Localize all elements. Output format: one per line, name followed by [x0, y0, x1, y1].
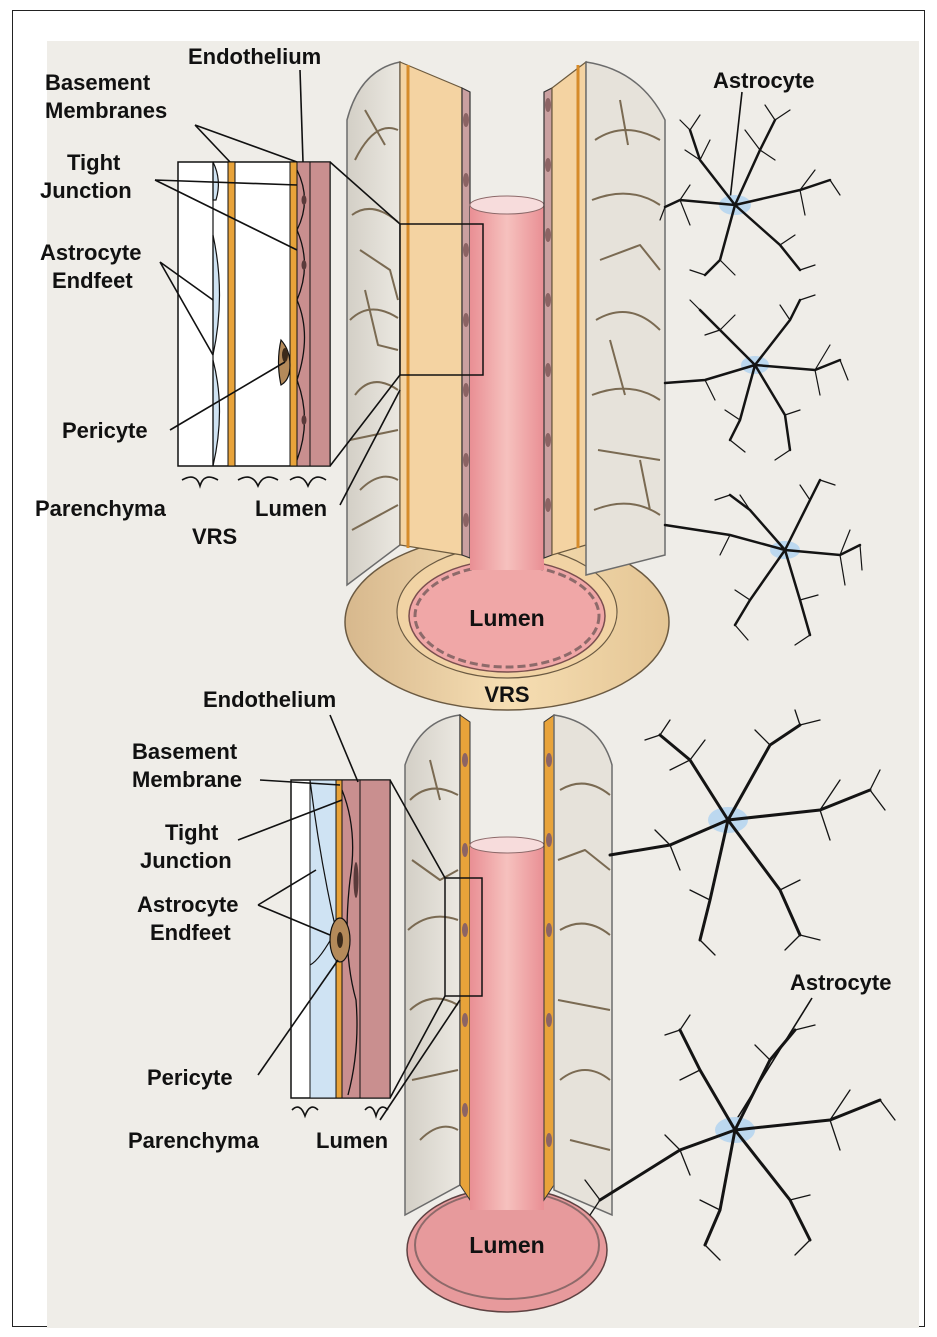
top-tight-junction-label-1: Tight: [67, 150, 121, 175]
bottom-astrocyte-label: Astrocyte: [790, 970, 891, 995]
top-vrs-ring-label: VRS: [484, 682, 529, 707]
bottom-endothelium-label: Endothelium: [203, 687, 336, 712]
bottom-lumen-inset-label: Lumen: [316, 1128, 388, 1153]
top-inset: [178, 162, 330, 486]
top-parenchyma-label: Parenchyma: [35, 496, 167, 521]
top-endothelium-label: Endothelium: [188, 44, 321, 69]
top-pericyte-label: Pericyte: [62, 418, 148, 443]
top-astrocyte-endfeet-label-1: Astrocyte: [40, 240, 141, 265]
astrocyte-top-3: [665, 480, 862, 645]
bottom-astrocyte-endfeet-label-1: Astrocyte: [137, 892, 238, 917]
top-lumen-inset-label: Lumen: [255, 496, 327, 521]
bottom-pericyte-label: Pericyte: [147, 1065, 233, 1090]
astrocyte-top-2: [665, 295, 848, 460]
top-astrocyte-label: Astrocyte: [713, 68, 814, 93]
bottom-parenchyma-label: Parenchyma: [128, 1128, 260, 1153]
bottom-astrocyte-endfeet-label-2: Endfeet: [150, 920, 231, 945]
bottom-basement-membrane-label-2: Membrane: [132, 767, 242, 792]
top-right-vrs-band: [552, 62, 586, 555]
bottom-tight-junction-label-1: Tight: [165, 820, 219, 845]
astrocyte-bottom-2: [585, 1015, 895, 1260]
top-basement-membranes-label-1: Basement: [45, 70, 151, 95]
bottom-lumen-center-label: Lumen: [469, 1232, 544, 1258]
bottom-lumen: [470, 842, 544, 1211]
top-lumen: [470, 202, 544, 571]
top-tight-junction-label-2: Junction: [40, 178, 132, 203]
bottom-left-astro-wall: [405, 715, 460, 1215]
bottom-tight-junction-label-2: Junction: [140, 848, 232, 873]
top-lumen-center-label: Lumen: [469, 605, 544, 631]
astrocyte-bottom-1: [610, 710, 885, 955]
bottom-inset: [291, 780, 390, 1116]
top-basement-membranes-label-2: Membranes: [45, 98, 167, 123]
astrocyte-top-1: [660, 105, 840, 275]
bottom-basement-membrane-label-1: Basement: [132, 739, 238, 764]
top-vrs-label: VRS: [192, 524, 237, 549]
top-astrocyte-endfeet-label-2: Endfeet: [52, 268, 133, 293]
